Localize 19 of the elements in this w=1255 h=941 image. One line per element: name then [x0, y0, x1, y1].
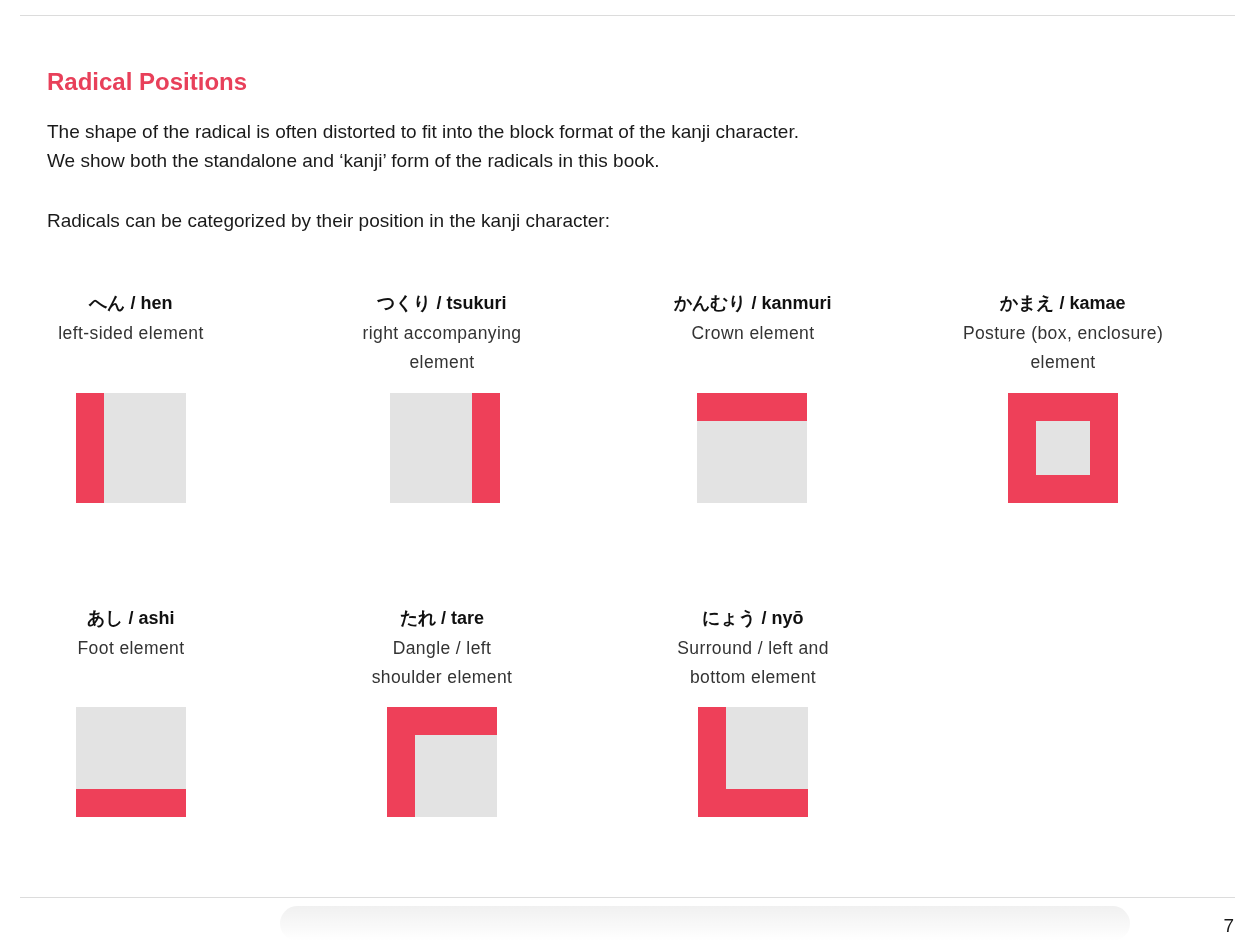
body-text: The shape of the radical is often distorted to fit into the block format of the kanji character. — [47, 121, 799, 143]
body-text: We show both the standalone and ‘kanji’ form of the radicals in this book. — [47, 150, 660, 172]
radical-description: Crown element — [690, 322, 816, 345]
radical-heading: たれ / tare — [399, 607, 485, 630]
radical-heading: にょう / nyō — [701, 607, 805, 630]
radical-heading: へん / hen — [87, 292, 174, 315]
radical-heading: つくり / tsukuri — [376, 292, 508, 315]
radical-description: Dangle / left shoulder element — [370, 637, 514, 689]
radical-heading: あし / ashi — [86, 607, 176, 630]
body-text: Radicals can be categorized by their position in the kanji character: — [47, 210, 610, 232]
radical-heading: かまえ / kamae — [999, 292, 1127, 315]
page-title: Radical Positions — [47, 67, 248, 97]
radical-description: left-sided element — [57, 322, 205, 345]
radical-description: Surround / left and bottom element — [676, 637, 830, 689]
radical-description: Foot element — [76, 637, 186, 660]
radical-description: right accompanying element — [361, 322, 523, 374]
radical-description: Posture (box, enclosure) element — [961, 322, 1165, 374]
page-number: 7 — [1223, 915, 1234, 937]
radical-heading: かんむり / kanmuri — [673, 292, 833, 315]
